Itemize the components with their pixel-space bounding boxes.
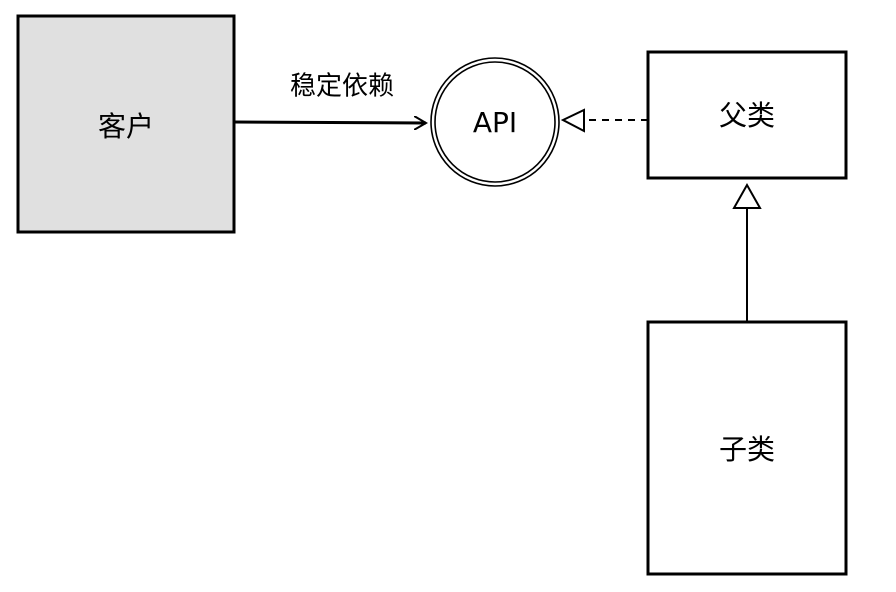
client-box [16,14,236,234]
client-label: 客户 [98,110,154,143]
dependency-label: 稳定依赖 [290,72,394,102]
dependency-arrow [233,122,426,123]
realization-arrowhead [560,108,585,133]
api-label: API [473,106,517,139]
parent-class-box [646,50,848,180]
child-class-box [646,320,848,576]
parent-class-label: 父类 [719,99,775,132]
generalization-arrowhead [732,182,762,209]
child-class-label: 子类 [719,433,775,466]
api-node-inner [434,61,556,183]
